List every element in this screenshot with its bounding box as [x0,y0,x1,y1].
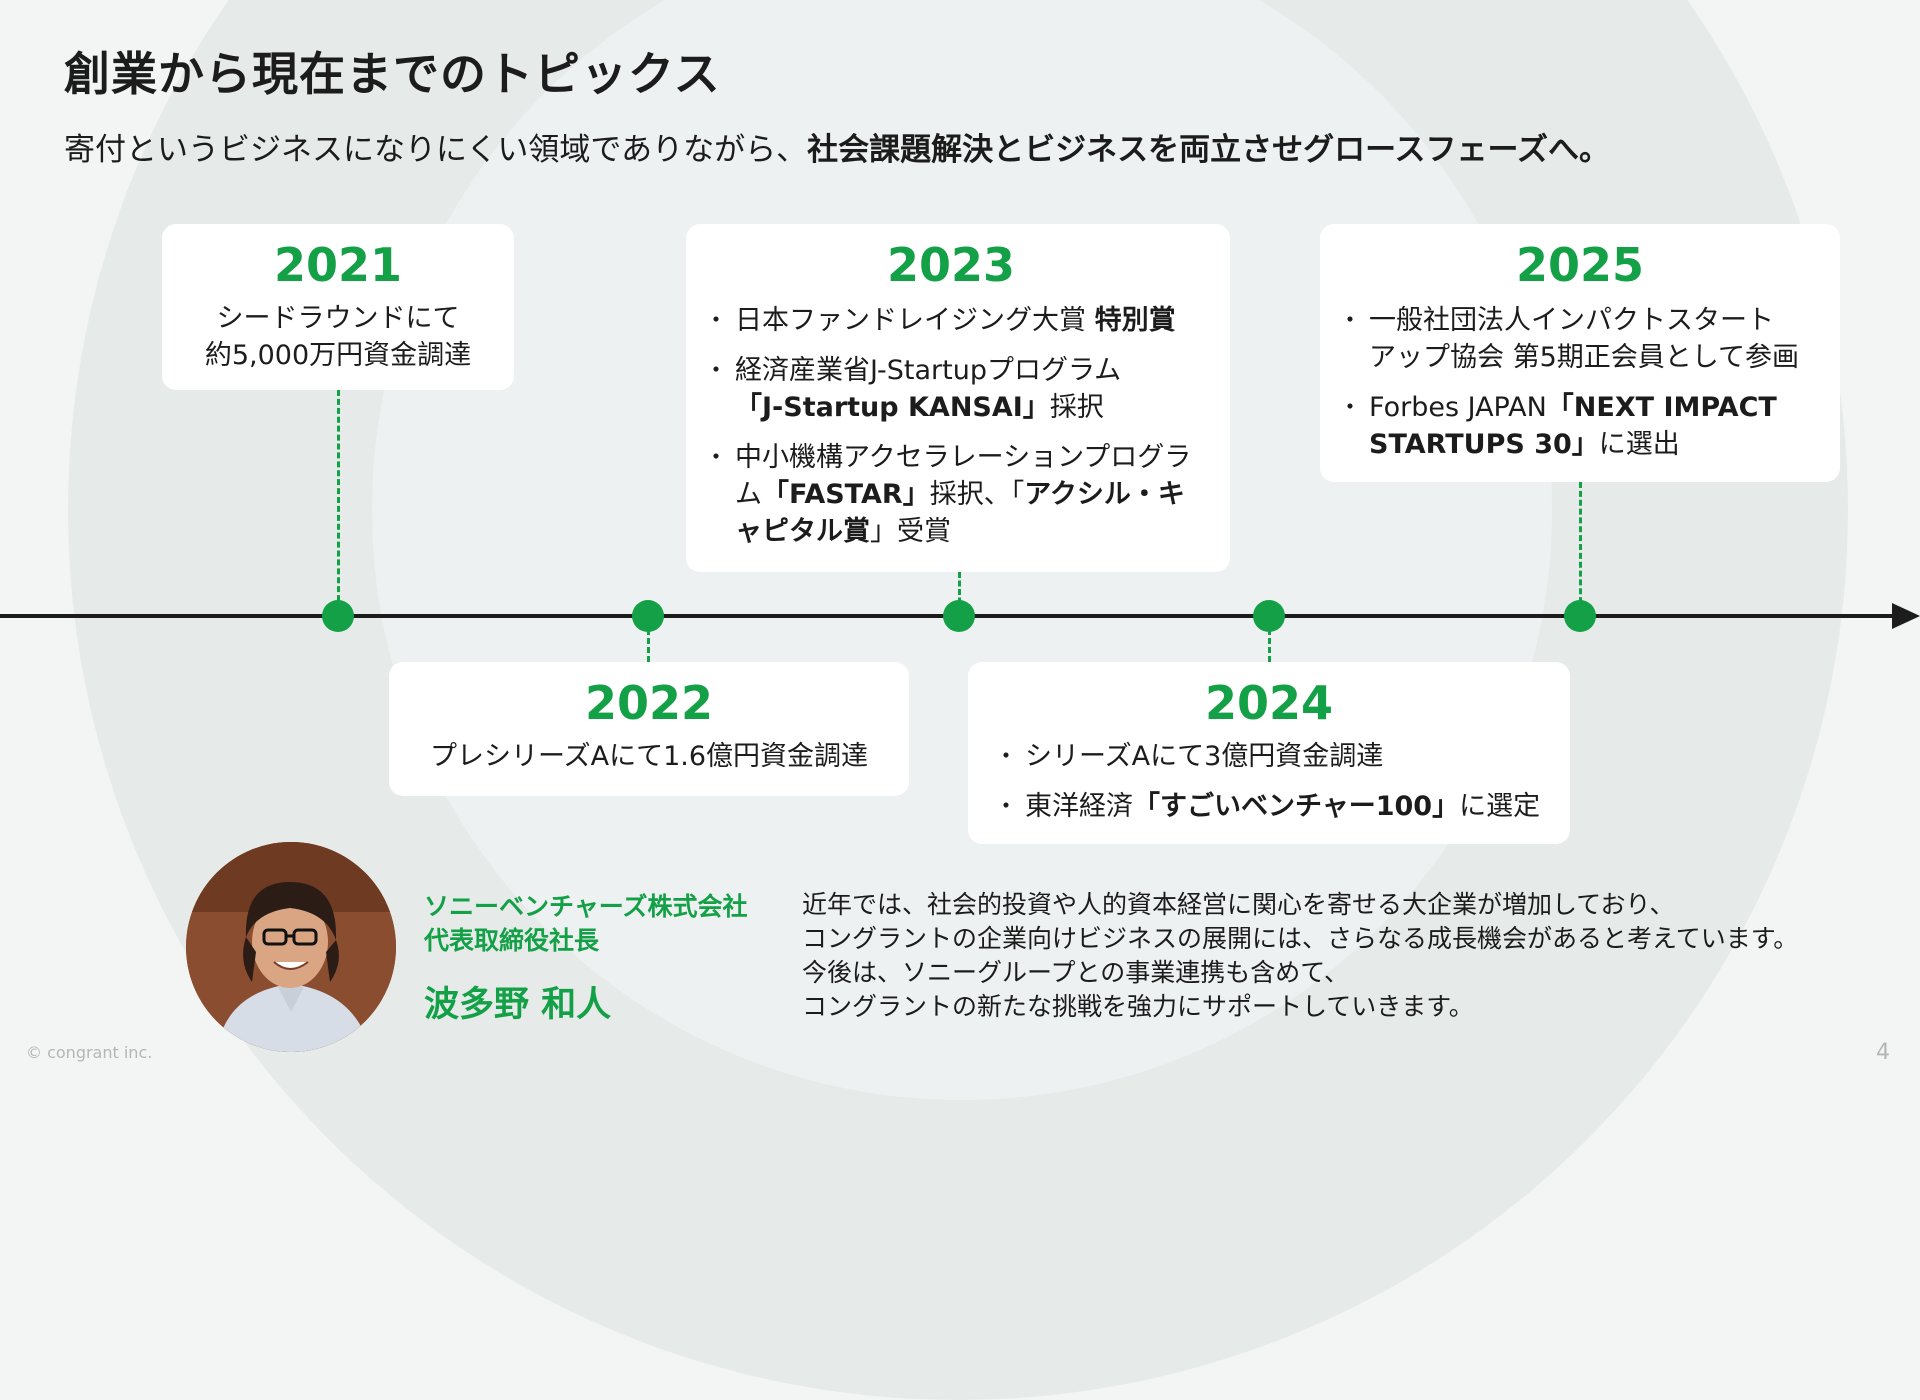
list-item-bold: 「FASTAR」 [762,479,930,510]
person-company: ソニーベンチャーズ株式会社 [424,892,748,921]
list-item-text: 東洋経済 [1025,791,1133,822]
subtitle-plain: 寄付というビジネスになりにくい領域でありながら、 [64,132,808,168]
list-item-text: アップ協会 第5期正会員として参画 [1369,342,1799,373]
list-item: 東洋経済「すごいベンチャー100」に選定 [994,788,1546,825]
list-item-text: 一般社団法人インパクトスタート [1369,305,1774,336]
page-subtitle: 寄付というビジネスになりにくい領域でありながら、社会課題解決とビジネスを両立させ… [64,124,1610,169]
subtitle-bold: 社会課題解決とビジネスを両立させグロースフェーズへ。 [807,132,1610,168]
list-item-bold: 「すごいベンチャー100」 [1133,791,1460,822]
card-2024: 2024 シリーズAにて3億円資金調達 東洋経済「すごいベンチャー100」に選定 [968,662,1570,844]
connector-2023 [958,572,961,612]
timeline-dot-2021 [322,600,354,632]
page-title: 創業から現在までのトピックス [64,47,721,101]
year-2025: 2025 [1515,238,1645,292]
list-item-bold: 特別賞 [1094,305,1176,336]
timeline-dot-2023 [943,600,975,632]
copyright: © congrant inc. [26,1043,153,1062]
connector-2021 [337,390,340,610]
list-item-text: に選定 [1459,791,1541,822]
card-2022: 2022 プレシリーズAにて1.6億円資金調達 [389,662,909,796]
list-item-text: 」受賞 [870,516,951,547]
list-item-text: 日本ファンドレイジング大賞 [735,305,1095,336]
list-item-text: 採択、「 [929,479,1025,510]
list-item-bold: 「J-Startup KANSAI」 [735,392,1050,423]
list-item: Forbes JAPAN「NEXT IMPACT STARTUPS 30」に選出 [1338,389,1816,463]
list-item-text: 経済産業省J-Startupプログラム [735,355,1122,386]
connector-2024 [1268,620,1271,662]
list-item-text: シリーズAにて3億円資金調達 [1025,741,1384,772]
card-2021-line2: 約5,000万円資金調達 [204,340,472,371]
quote-line-4: コングラントの新たな挑戦を強力にサポートしていきます。 [802,992,1474,1021]
year-2024: 2024 [1204,676,1334,730]
list-item-text: 採択 [1049,392,1104,423]
list-item: 経済産業省J-Startupプログラム「J-Startup KANSAI」採択 [704,352,1192,426]
timeline-dot-2022 [632,600,664,632]
card-2022-text: プレシリーズAにて1.6億円資金調達 [429,741,869,772]
year-2022: 2022 [584,676,714,730]
year-2021: 2021 [273,238,403,292]
timeline-dot-2024 [1253,600,1285,632]
list-item-text: 中小機構アクセラレーションプログラム [735,442,1192,510]
person-photo [186,842,396,1052]
timeline-arrowhead [1892,603,1920,629]
card-2023: 2023 日本ファンドレイジング大賞 特別賞 経済産業省J-Startupプログ… [686,224,1230,572]
person-name: 波多野 和人 [424,985,612,1025]
card-2021: 2021 シードラウンドにて 約5,000万円資金調達 [162,224,514,390]
list-item-text: Forbes JAPAN [1369,392,1547,423]
connector-2022 [647,620,650,662]
list-item-bold: 「NEXT IMPACT [1546,392,1777,423]
portrait-illustration [186,842,396,1052]
card-2021-line1: シードラウンドにて [216,303,460,334]
quote-line-2: コングラントの企業向けビジネスの展開には、さらなる成長機会があると考えています。 [802,924,1799,953]
person-role: 代表取締役社長 [424,926,600,955]
year-2023: 2023 [886,238,1016,292]
quote-line-3: 今後は、ソニーグループとの事業連携も含めて、 [802,958,1350,987]
person-quote: 近年では、社会的投資や人的資本経営に関心を寄せる大企業が増加しており、 コングラ… [802,888,1798,1024]
list-item: 日本ファンドレイジング大賞 特別賞 [704,302,1192,339]
person-info: ソニーベンチャーズ株式会社 代表取締役社長 波多野 和人 [424,890,748,1027]
card-2024-list: シリーズAにて3億円資金調達 東洋経済「すごいベンチャー100」に選定 [992,738,1546,825]
card-2023-list: 日本ファンドレイジング大賞 特別賞 経済産業省J-Startupプログラム「J-… [704,302,1192,550]
list-item: 中小機構アクセラレーションプログラム「FASTAR」採択、「アクシル・キャピタル… [704,439,1192,550]
page-number: 4 [1876,1040,1890,1065]
list-item-text: に選出 [1598,429,1680,460]
list-item-bold: アクシル・キャピタル賞 [735,479,1185,547]
timeline-dot-2025 [1564,600,1596,632]
list-item-bold: STARTUPS 30」 [1369,429,1599,460]
quote-line-1: 近年では、社会的投資や人的資本経営に関心を寄せる大企業が増加しており、 [802,890,1675,919]
list-item: シリーズAにて3億円資金調達 [994,738,1546,775]
card-2021-text: シードラウンドにて 約5,000万円資金調達 [162,300,514,374]
connector-2025 [1579,482,1582,612]
